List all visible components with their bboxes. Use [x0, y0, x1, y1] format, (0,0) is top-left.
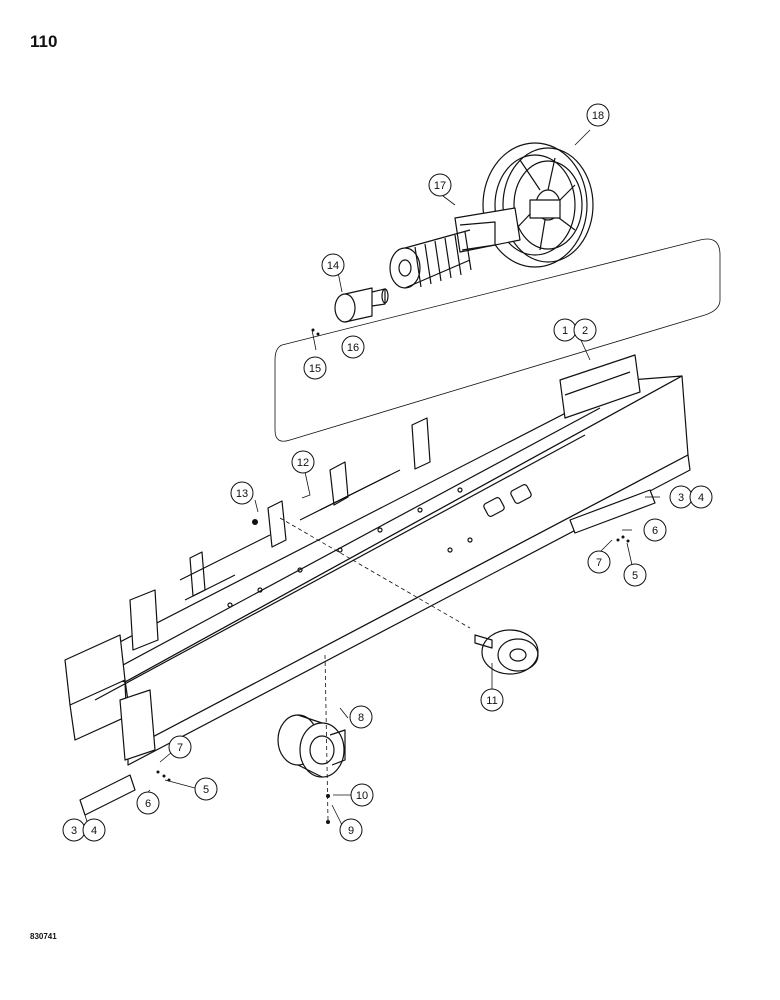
callout-6-left: 6: [136, 791, 160, 815]
callout-16: 16: [341, 335, 365, 359]
idler-wheel: [482, 142, 594, 268]
svg-text:18: 18: [592, 110, 604, 122]
svg-text:4: 4: [91, 825, 97, 837]
carrier-roller: [474, 629, 539, 675]
callout-3-right: 3: [669, 485, 693, 509]
svg-text:9: 9: [348, 825, 354, 837]
svg-text:16: 16: [347, 342, 359, 354]
callout-4-left: 4: [82, 818, 106, 842]
idler-group-outline: [274, 238, 721, 442]
svg-text:2: 2: [582, 325, 588, 337]
adjuster-cylinder: [334, 287, 389, 323]
fasteners: [156, 328, 630, 824]
svg-text:5: 5: [632, 570, 638, 582]
callout-9: 9: [339, 818, 363, 842]
callout-14: 14: [321, 253, 345, 277]
document-code: 830741: [30, 932, 57, 941]
svg-text:6: 6: [652, 525, 658, 537]
track-frame: [64, 354, 691, 816]
callout-10: 10: [350, 783, 374, 807]
callout-2: 2: [573, 318, 597, 342]
callout-13: 13: [230, 481, 254, 505]
callout-3-left: 3: [62, 818, 86, 842]
svg-text:17: 17: [434, 180, 446, 192]
svg-text:1: 1: [562, 325, 568, 337]
callout-15: 15: [303, 356, 327, 380]
recoil-spring: [389, 207, 521, 289]
svg-text:7: 7: [596, 557, 602, 569]
callout-11: 11: [480, 688, 504, 712]
svg-text:14: 14: [327, 260, 339, 272]
callout-8: 8: [349, 705, 373, 729]
svg-text:13: 13: [236, 488, 248, 500]
callout-6-right: 6: [643, 518, 667, 542]
callout-5-left: 5: [194, 777, 218, 801]
svg-text:10: 10: [356, 790, 368, 802]
svg-text:7: 7: [177, 742, 183, 754]
svg-text:15: 15: [309, 363, 321, 375]
callout-1: 1: [553, 318, 577, 342]
svg-text:11: 11: [486, 695, 497, 707]
callout-12: 12: [291, 450, 315, 474]
svg-text:5: 5: [203, 784, 209, 796]
callout-17: 17: [428, 173, 452, 197]
svg-text:12: 12: [297, 457, 309, 469]
svg-text:4: 4: [698, 492, 704, 504]
svg-text:3: 3: [71, 825, 77, 837]
track-roller: [277, 714, 346, 778]
callout-7-left: 7: [168, 735, 192, 759]
svg-text:8: 8: [358, 712, 364, 724]
callout-4-right: 4: [689, 485, 713, 509]
callout-18: 18: [586, 103, 610, 127]
page-number: 110: [30, 32, 58, 51]
callout-7-right: 7: [587, 550, 611, 574]
callout-5-right: 5: [623, 563, 647, 587]
svg-text:6: 6: [145, 798, 151, 810]
svg-text:3: 3: [678, 492, 684, 504]
